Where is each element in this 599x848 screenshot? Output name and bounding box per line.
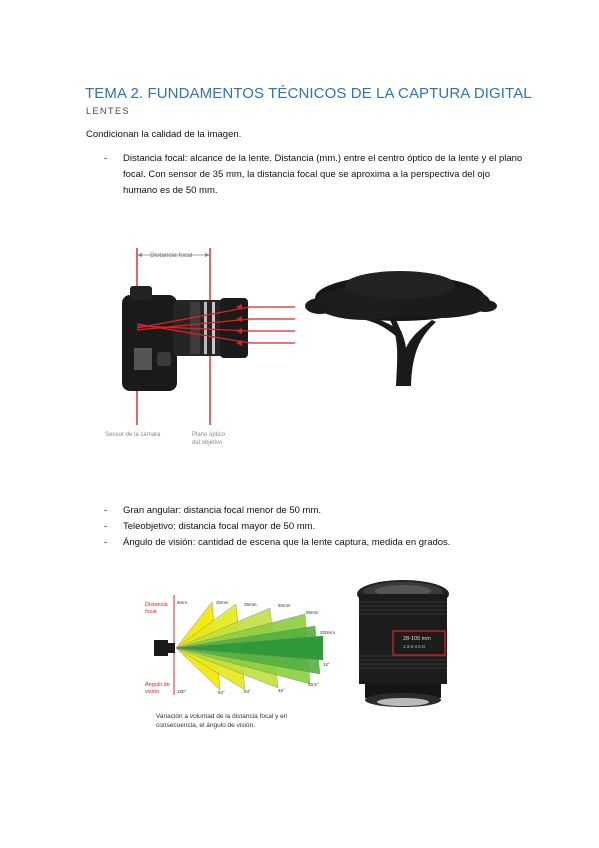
- svg-text:12°: 12°: [323, 662, 330, 667]
- focal-label-1: Distancia: [145, 602, 169, 608]
- bullet-dash: -: [104, 153, 108, 164]
- lens-badge-aperture: 1:3.5-4.5 D: [403, 644, 426, 649]
- light-rays: [136, 306, 295, 344]
- list-item: -Ángulo de visión: cantidad de escena qu…: [104, 537, 451, 548]
- svg-text:200mm: 200mm: [320, 630, 335, 635]
- angle-label-2: visión: [145, 689, 159, 695]
- intro-text: Condicionan la calidad de la imagen.: [86, 129, 242, 140]
- dimension-label: Distancia focal: [150, 252, 193, 259]
- lens-badge-range: 28-105 mm: [403, 636, 431, 642]
- tree-illustration: [305, 271, 497, 386]
- focal-distance-diagram: Distancia focal Sensor de la: [105, 248, 497, 446]
- page-title: TEMA 2. FUNDAMENTOS TÉCNICOS DE LA CAPTU…: [85, 85, 532, 102]
- optical-plane-label-1: Plano óptico: [192, 432, 226, 438]
- svg-text:50mm: 50mm: [278, 603, 291, 608]
- angle-label-1: Ángulo de: [145, 681, 170, 688]
- svg-text:28.5°: 28.5°: [308, 682, 319, 687]
- list-item: -Distancia focal: alcance de la lente. D…: [104, 153, 523, 196]
- camera-body: [122, 295, 177, 391]
- svg-text:20mm: 20mm: [216, 600, 229, 605]
- focal-label-2: focal: [145, 609, 157, 615]
- lens-illustration: 28-105 mm 1:3.5-4.5 D: [357, 580, 449, 707]
- svg-text:94°: 94°: [218, 690, 225, 695]
- fan-caption-2: consecuencia, el ángulo de visión.: [156, 722, 255, 729]
- svg-text:180°: 180°: [177, 689, 187, 694]
- zoom-lens-photo: 28-105 mm 1:3.5-4.5 D: [353, 576, 453, 716]
- angle-of-view-diagram: Distancia focal Ángulo de visión 8mm 20m…: [145, 595, 335, 729]
- svg-text:35mm: 35mm: [244, 602, 257, 607]
- svg-text:63°: 63°: [244, 689, 251, 694]
- svg-text:8mm: 8mm: [177, 600, 187, 605]
- bullet-list-focal: -Distancia focal: alcance de la lente. D…: [104, 151, 524, 199]
- optical-plane-label-2: del objetivo: [192, 440, 223, 446]
- svg-text:46°: 46°: [278, 688, 285, 693]
- sensor-label: Sensor de la cámara: [105, 432, 161, 438]
- fan-caption-1: Variación a voluntad de la distancia foc…: [156, 713, 288, 720]
- svg-text:85mm: 85mm: [306, 610, 319, 615]
- section-subtitle: LENTES: [86, 106, 131, 116]
- angle-of-view-figure: Distancia focal Ángulo de visión 8mm 20m…: [140, 590, 350, 740]
- bullet-list-types: -Gran angular: distancia focal menor de …: [104, 503, 450, 551]
- list-item: -Teleobjetivo: distancia focal mayor de …: [104, 521, 316, 532]
- focal-distance-figure: Distancia focal Sensor de la: [100, 240, 500, 450]
- list-item: -Gran angular: distancia focal menor de …: [104, 505, 322, 516]
